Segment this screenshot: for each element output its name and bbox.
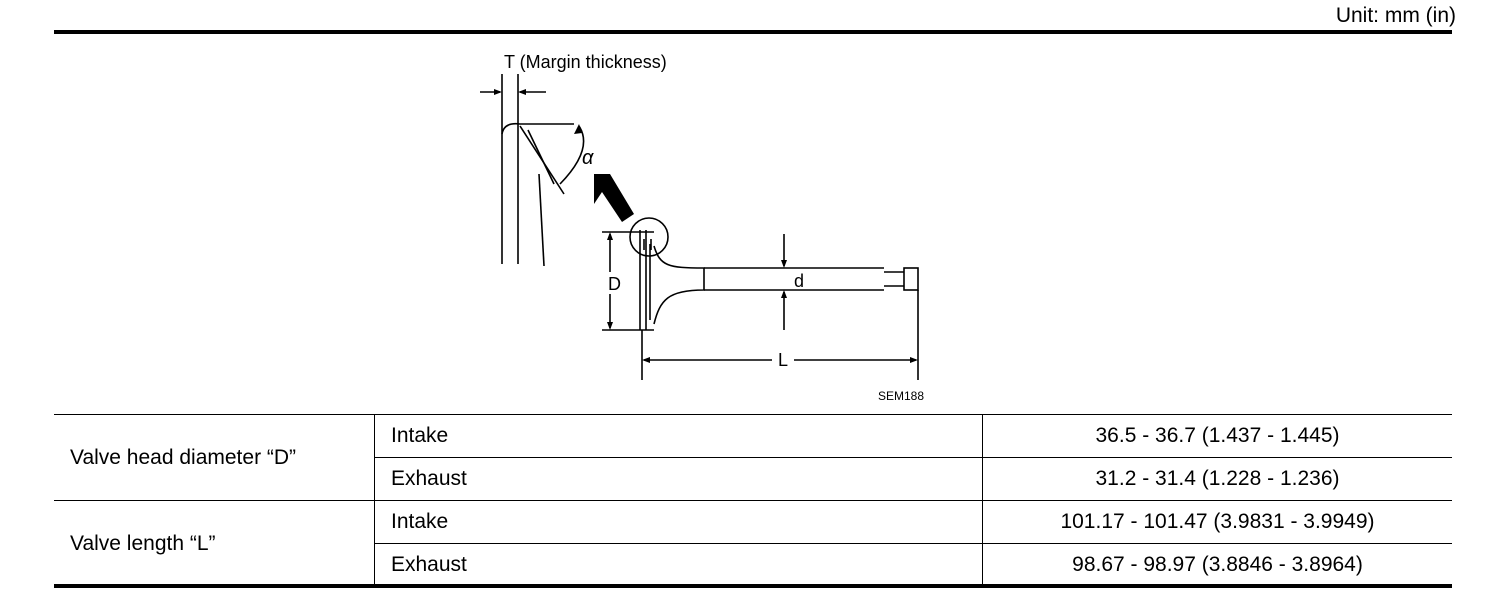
param-cell: Valve head diameter “D” [54, 414, 375, 501]
d-stem-label: d [794, 271, 804, 291]
valve-diagram: T (Margin thickness) α [54, 34, 1452, 414]
margin-thickness-label: T (Margin thickness) [504, 52, 667, 72]
table-row: Valve length “L” Intake 101.17 - 101.47 … [54, 500, 1452, 587]
table-row: Valve head diameter “D” Intake 36.5 - 36… [54, 414, 1452, 501]
value-cell: 101.17 - 101.47 (3.9831 - 3.9949) [982, 500, 1452, 544]
valve-diagram-svg: T (Margin thickness) α [480, 52, 924, 403]
l-label: L [778, 350, 788, 370]
d-head-label: D [608, 274, 621, 294]
value-cell: 98.67 - 98.97 (3.8846 - 3.8964) [982, 543, 1452, 587]
type-cell: Exhaust [374, 543, 983, 587]
unit-label: Unit: mm (in) [1335, 4, 1456, 27]
bottom-rule [54, 584, 1452, 588]
param-cell: Valve length “L” [54, 500, 375, 587]
alpha-label: α [582, 147, 594, 169]
type-cell: Exhaust [374, 457, 983, 501]
type-cell: Intake [374, 500, 983, 544]
value-cell: 31.2 - 31.4 (1.228 - 1.236) [982, 457, 1452, 501]
valve-spec-table: Valve head diameter “D” Intake 36.5 - 36… [54, 414, 1452, 587]
value-cell: 36.5 - 36.7 (1.437 - 1.445) [982, 414, 1452, 458]
type-cell: Intake [374, 414, 983, 458]
figure-code: SEM188 [878, 389, 924, 403]
top-rule [54, 30, 1452, 34]
